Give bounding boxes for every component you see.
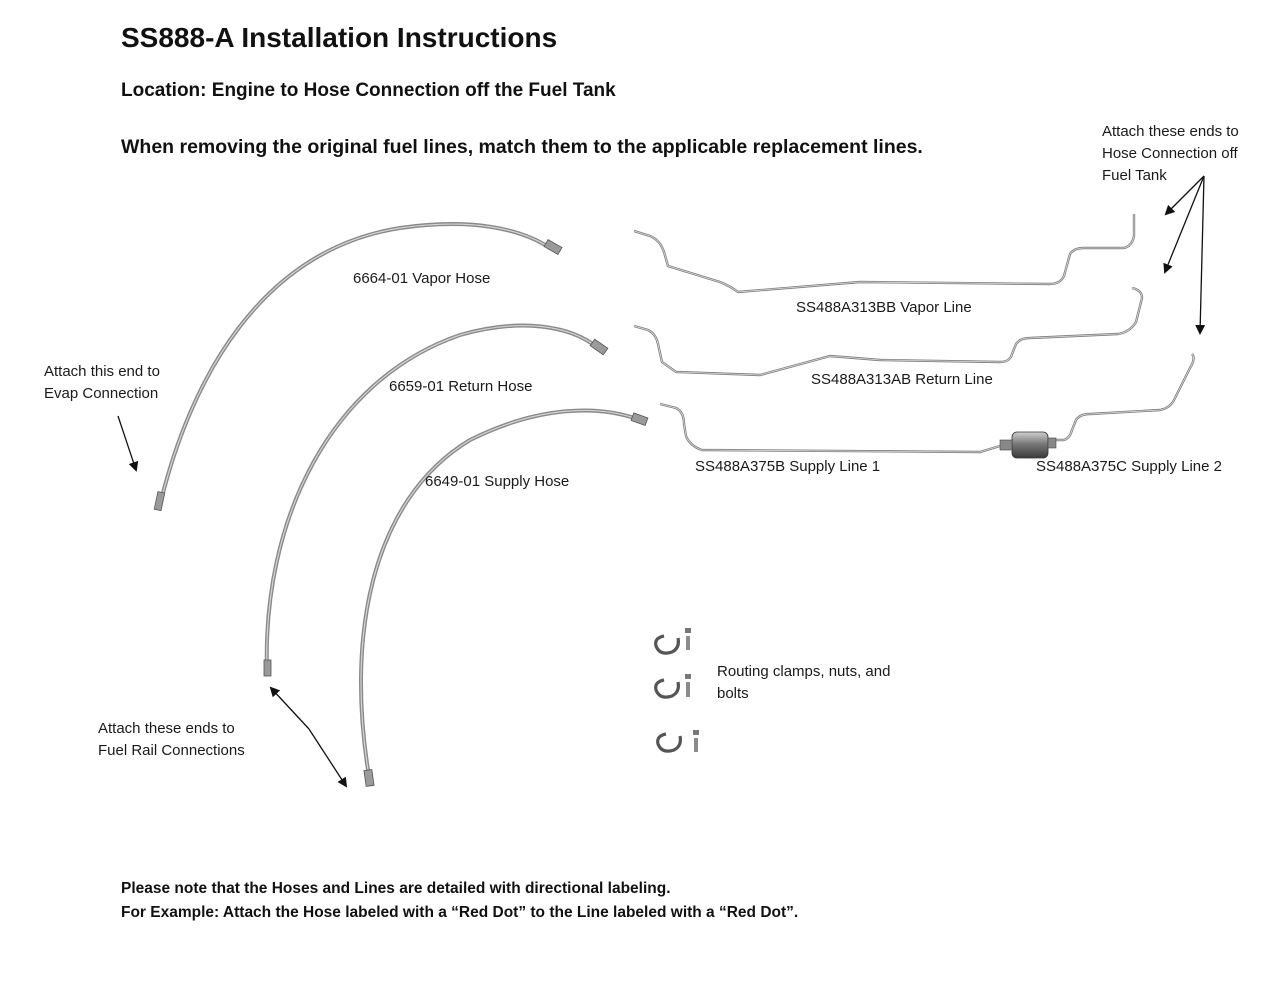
evap-callout: Attach this end to Evap Connection [44,361,160,405]
vapor-line [633,214,1136,294]
supply-hose-label: 6649-01 Supply Hose [425,473,570,490]
return-hose [263,323,609,677]
vapor-hose-label: 6664-01 Vapor Hose [353,270,491,287]
fuel-filter [999,431,1057,459]
note-line-1: Please note that the Hoses and Lines are… [121,880,671,897]
fuel-tank-callout-line: Fuel Tank [1102,167,1167,184]
rail-arrow [308,728,348,788]
fuel-tank-callout: Attach these ends to Hose Connection off… [1102,121,1239,187]
supply-hose [358,408,649,787]
fuel-rail-callout: Attach these ends to Fuel Rail Connectio… [98,718,245,762]
hardware-label: Routing clamps, nuts, and bolts [717,661,890,705]
page-title: SS888-A Installation Instructions [121,22,558,53]
supply-line-1-label: SS488A375B Supply Line 1 [695,458,881,475]
instruction-text: When removing the original fuel lines, m… [121,136,923,158]
tank-arrow [1164,175,1205,216]
evap-arrow [117,415,139,472]
vapor-line-label: SS488A313BB Vapor Line [796,299,972,316]
return-hose-label: 6659-01 Return Hose [389,378,533,395]
fuel-tank-callout-line: Attach these ends to [1102,123,1239,140]
supply-line-2-label: SS488A375C Supply Line 2 [1036,458,1222,475]
fuel-rail-callout-line: Attach these ends to [98,720,235,737]
evap-callout-line: Attach this end to [44,363,160,380]
rail-arrow [269,686,310,730]
clamp-icon [656,730,699,753]
vapor-hose [153,222,563,512]
hardware-label-line: Routing clamps, nuts, and [717,663,891,680]
fuel-rail-callout-line: Fuel Rail Connections [98,742,245,759]
tank-arrow [1195,175,1206,335]
return-line-label: SS488A313AB Return Line [811,371,993,388]
return-line [633,286,1144,377]
supply-line-1 [659,402,1001,454]
tank-arrow [1163,175,1205,274]
note-line-2: For Example: Attach the Hose labeled wit… [121,904,799,921]
evap-callout-line: Evap Connection [44,385,159,402]
hardware-label-line: bolts [717,685,749,702]
clamp-icon [654,674,691,699]
location-subtitle: Location: Engine to Hose Connection off … [121,80,616,101]
supply-line-2 [1054,353,1195,442]
clamp-icon [654,628,691,655]
callout-arrows [117,175,1206,788]
fuel-tank-callout-line: Hose Connection off [1102,145,1238,162]
clamp-hardware [654,628,699,753]
